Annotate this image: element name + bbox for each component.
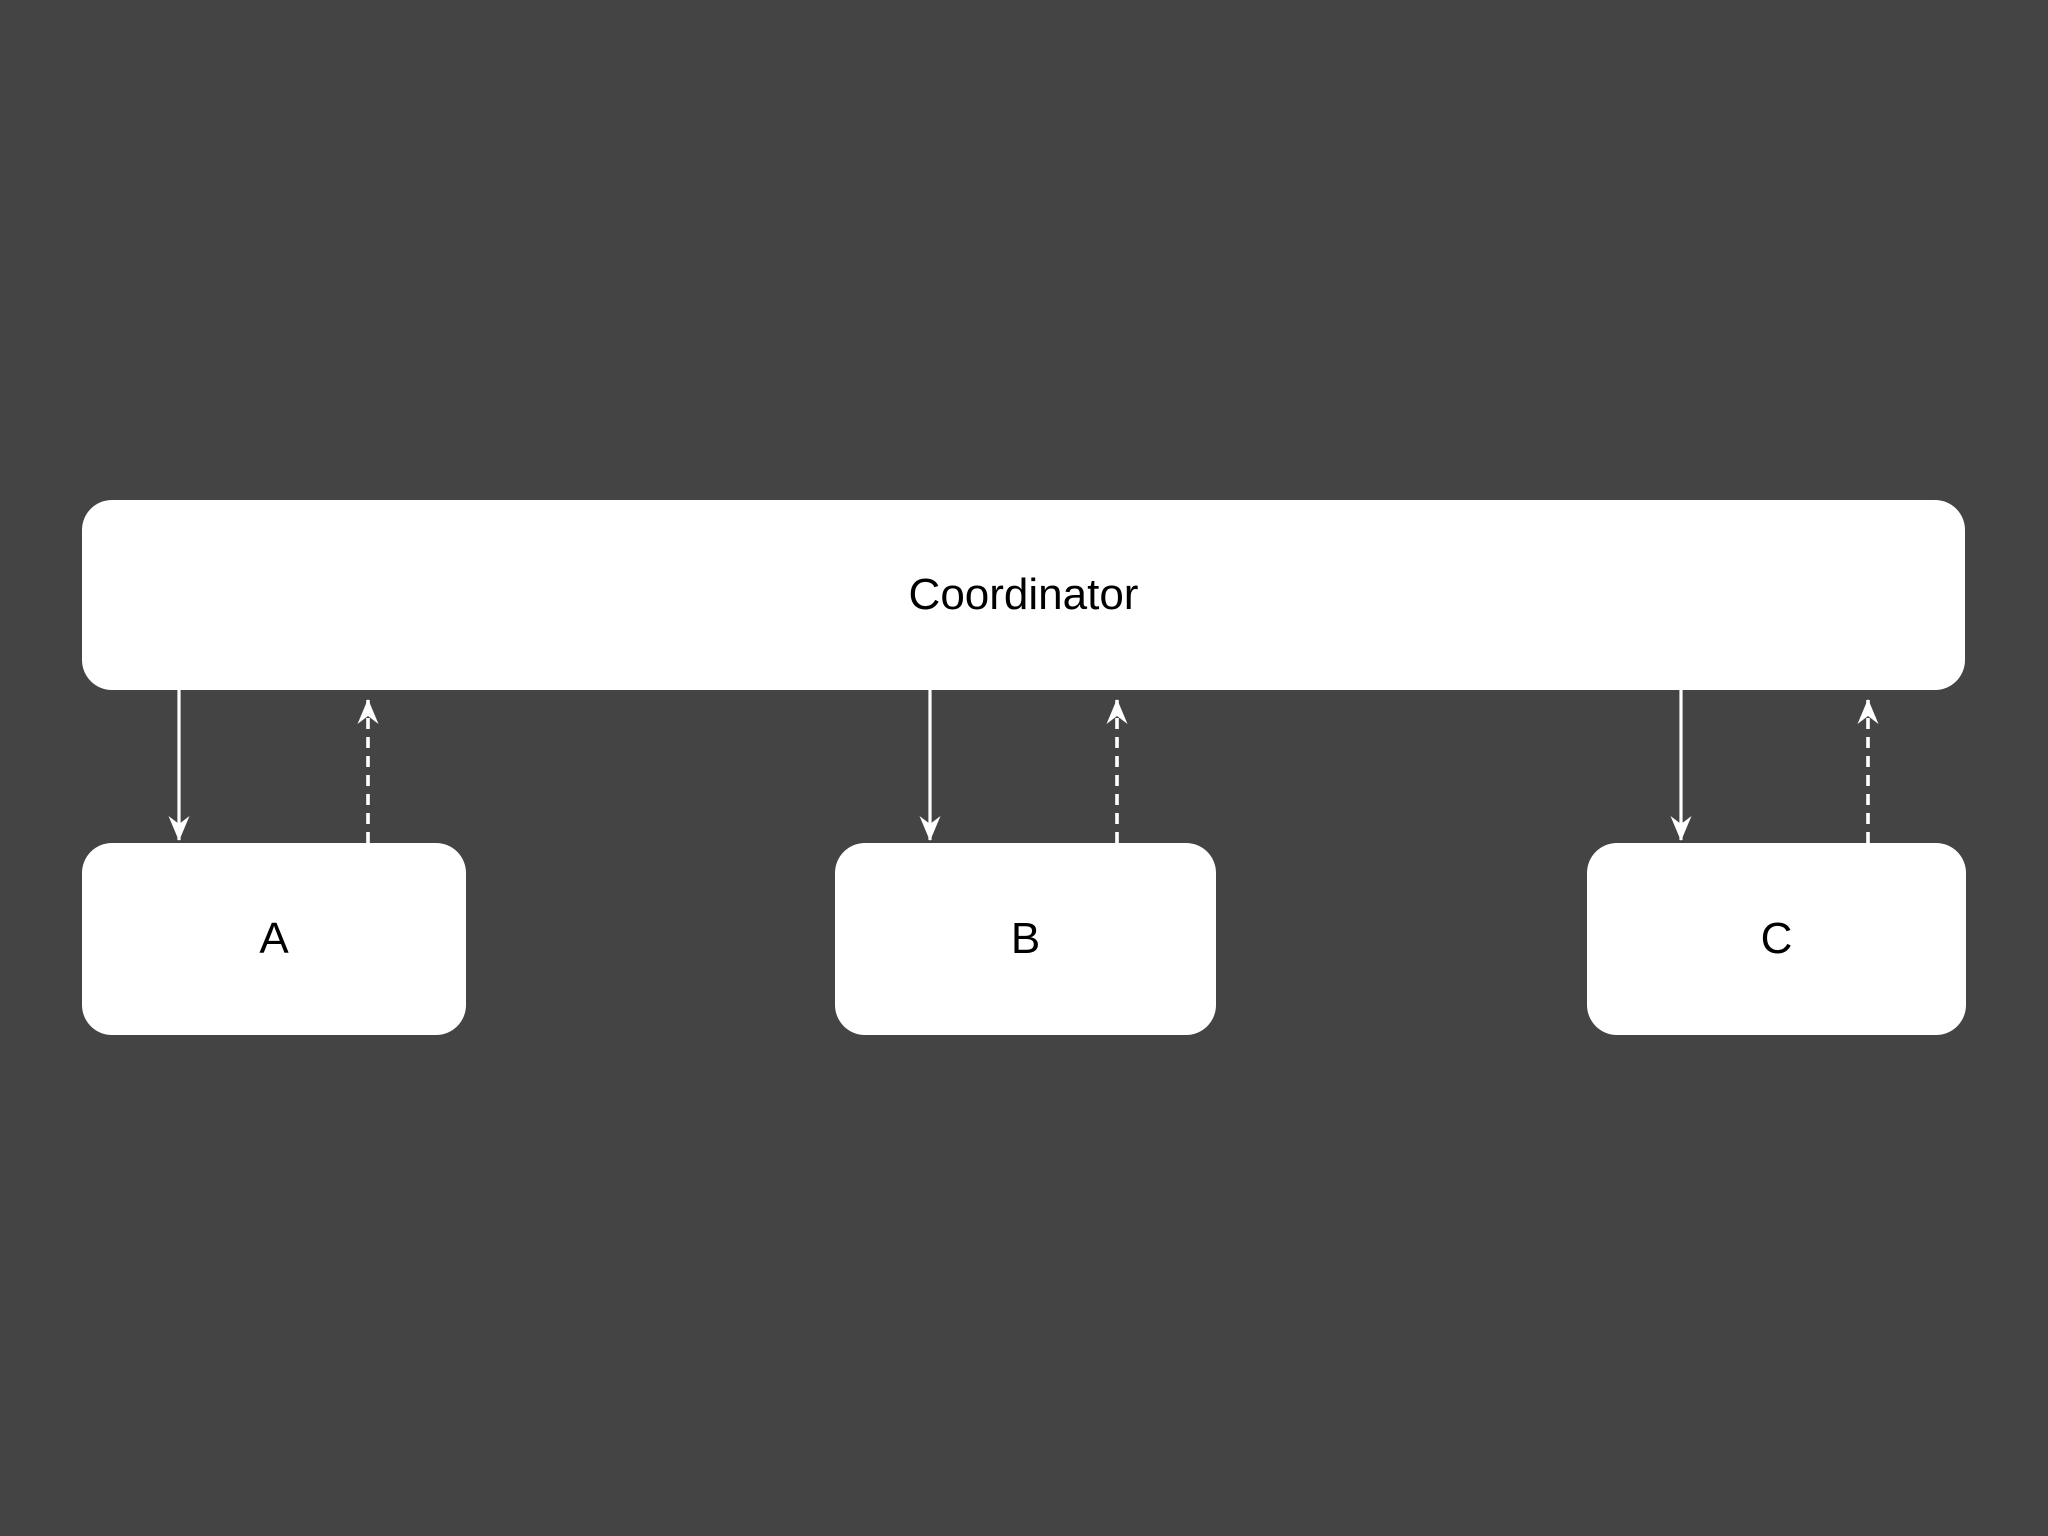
- node-a-label: A: [259, 914, 289, 963]
- node-c[interactable]: C: [1587, 843, 1966, 1035]
- node-c-label: C: [1760, 914, 1793, 963]
- node-b-label: B: [1010, 914, 1041, 963]
- node-a[interactable]: A: [82, 843, 466, 1035]
- node-coordinator-label: Coordinator: [908, 570, 1139, 619]
- node-b[interactable]: B: [835, 843, 1216, 1035]
- node-coordinator[interactable]: Coordinator: [82, 500, 1965, 690]
